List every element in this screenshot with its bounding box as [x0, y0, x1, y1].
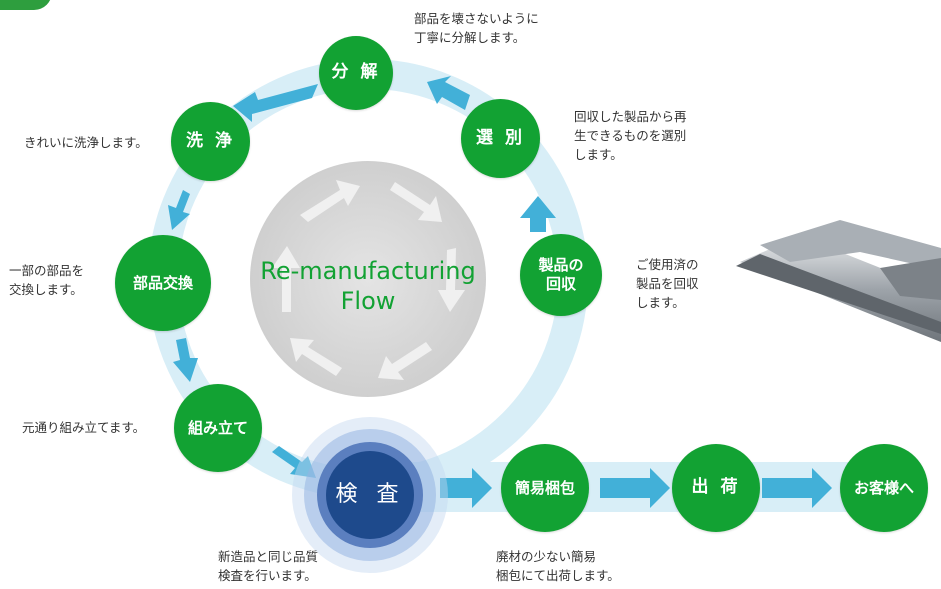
arrow-replace-to-assemble — [173, 338, 198, 382]
step-package-label: 簡易梱包 — [514, 478, 575, 497]
step-package: 簡易梱包 — [501, 444, 589, 532]
step-sort: 選 別 — [461, 99, 540, 178]
center-label: Re-manufacturing Flow — [260, 257, 476, 315]
step-disassemble: 分 解 — [319, 36, 393, 110]
arrow-inspect-to-package — [440, 468, 492, 508]
step-collect: 製品の 回収 — [520, 234, 602, 316]
desc-collect: ご使用済の 製品を回収 します。 — [636, 257, 699, 310]
step-assemble-label: 組み立て — [187, 418, 248, 437]
step-ship-label: 出 荷 — [691, 477, 741, 498]
step-replace: 部品交換 — [115, 235, 211, 331]
flow-arrows — [168, 76, 832, 508]
step-sort-label: 選 別 — [476, 127, 525, 148]
step-wash: 洗 浄 — [171, 102, 250, 181]
center-cycle-arrows — [272, 180, 465, 380]
step-inspect: 検 査 — [326, 451, 414, 539]
step-assemble: 組み立て — [174, 384, 262, 472]
step-ship: 出 荷 — [672, 444, 760, 532]
desc-disassemble: 部品を壊さないように 丁寧に分解します。 — [414, 11, 539, 45]
desc-sort: 回収した製品から再 生できるものを選別 します。 — [574, 109, 687, 162]
step-wash-label: 洗 浄 — [186, 130, 235, 151]
arrow-wash-to-replace — [168, 190, 190, 230]
step-customer: お客様へ — [840, 444, 928, 532]
arrow-ship-to-customer — [762, 468, 832, 508]
arrow-package-to-ship — [600, 468, 670, 508]
arrow-disassemble-to-wash — [233, 84, 318, 122]
desc-wash: きれいに洗浄します。 — [24, 135, 148, 150]
arrow-collect-to-sort — [520, 196, 556, 232]
step-collect-label: 製品の 回収 — [538, 256, 584, 293]
desc-inspect: 新造品と同じ品質 検査を行います。 — [218, 549, 319, 583]
step-inspect-label: 検 査 — [335, 482, 405, 508]
step-customer-label: お客様へ — [853, 478, 914, 497]
arrow-sort-to-disassemble — [427, 76, 470, 110]
desc-package: 廃材の少ない簡易 梱包にて出荷します。 — [496, 549, 620, 583]
step-replace-label: 部品交換 — [132, 273, 193, 292]
desc-assemble: 元通り組み立てます。 — [22, 420, 146, 435]
corner-tab — [0, 0, 52, 10]
desc-replace: 一部の部品を 交換します。 — [9, 263, 85, 297]
arrow-assemble-to-inspect — [272, 446, 316, 478]
product-rail-image — [736, 220, 941, 342]
step-disassemble-label: 分 解 — [331, 62, 381, 83]
